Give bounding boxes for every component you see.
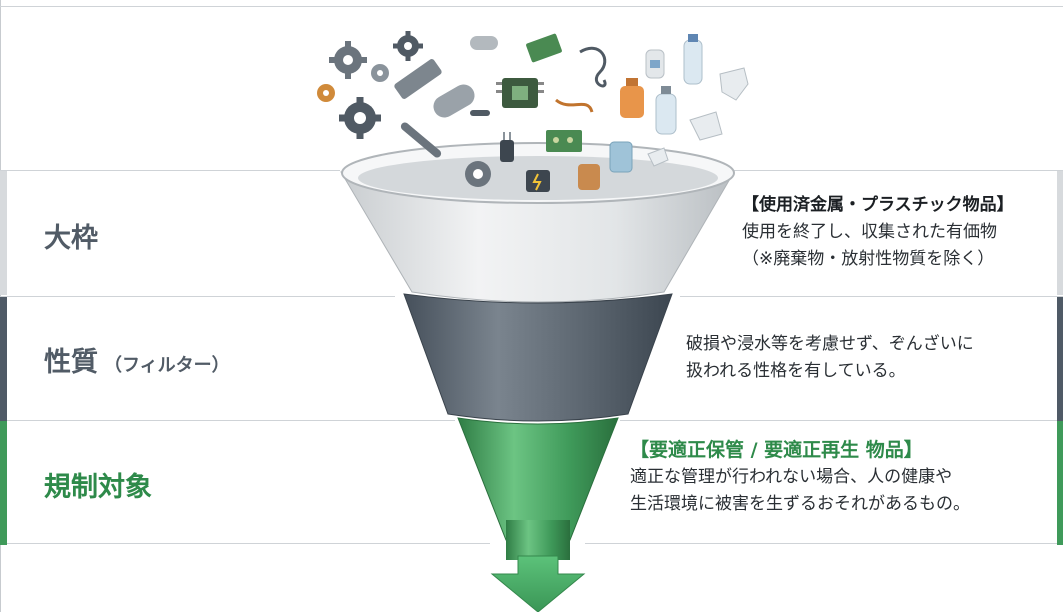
row-desc-nature-line-1: 破損や浸水等を考慮せず、ぞんざいに: [686, 334, 974, 354]
gear-icon: [393, 31, 423, 61]
row-divider-1-right: [720, 170, 1063, 171]
row-desc-nature: 破損や浸水等を考慮せず、ぞんざいに 扱われる性格を有している。: [686, 331, 974, 385]
can-icon: [578, 141, 633, 190]
funnel-bottom-section: [457, 417, 619, 560]
bottle-icon: [645, 34, 703, 135]
row-divider-3-right: [620, 420, 1063, 421]
row-label-nature-text: 性質: [44, 347, 98, 378]
plug-icon: [500, 132, 514, 162]
funnel-top-section: [340, 142, 735, 303]
row-accent-bar-1: [0, 171, 7, 295]
down-arrow-icon: [490, 555, 586, 612]
battery-icon: [526, 170, 550, 192]
circuit-board-icon: [526, 33, 582, 152]
row-desc-nature-line-2: 扱われる性格を有している。: [686, 361, 906, 381]
gear-icon: [339, 97, 381, 139]
row-desc-regulated-line-2: 生活環境に被害を生ずるおそれがあるもの。: [630, 494, 970, 514]
row-desc-framework-line-2: （※廃棄物・放射性物質を除く）: [742, 249, 995, 269]
spray-bottle-icon: [620, 78, 644, 118]
gear-icon: [317, 84, 335, 102]
gear-icon: [371, 64, 389, 82]
row-accent-bar-2: [0, 297, 7, 421]
cable-icon: [555, 46, 607, 113]
row-right-bar-2: [1057, 297, 1063, 421]
row-accent-bar-3: [0, 421, 7, 545]
row-divider-4-left: [0, 543, 490, 544]
row-label-regulated: 規制対象: [44, 465, 152, 504]
chip-icon: [496, 78, 544, 108]
row-divider-2-right: [680, 296, 1063, 297]
row-desc-framework: 【使用済金属・プラスチック物品】 使用を終了し、収集された有価物 （※廃棄物・放…: [742, 192, 1014, 273]
row-label-regulated-text: 規制対象: [44, 472, 152, 503]
gear-icon: [329, 41, 367, 79]
row-desc-regulated: 【要適正保管 / 要適正再生 物品】 適正な管理が行われない場合、人の健康や 生…: [630, 437, 970, 518]
crushed-can-icon: [647, 67, 749, 167]
gear-icon: [465, 161, 491, 187]
row-divider-1-left: [0, 170, 340, 171]
funnel-middle-section: [403, 293, 673, 422]
row-desc-framework-line-1: 使用を終了し、収集された有価物: [742, 222, 997, 242]
pipe-icon: [394, 36, 498, 118]
row-label-nature: 性質 （フィルター）: [44, 340, 230, 379]
row-desc-regulated-title: 【要適正保管 / 要適正再生 物品】: [630, 439, 923, 461]
wrench-icon: [400, 110, 490, 158]
row-label-framework: 大枠: [44, 216, 98, 255]
row-desc-framework-title: 【使用済金属・プラスチック物品】: [742, 195, 1014, 215]
row-divider-3-left: [0, 420, 455, 421]
row-desc-regulated-line-1: 適正な管理が行われない場合、人の健康や: [630, 467, 953, 487]
top-guide-line: [0, 6, 1063, 7]
row-divider-4-right: [585, 543, 1063, 544]
row-right-bar-1: [1057, 171, 1063, 295]
row-label-framework-text: 大枠: [44, 223, 98, 254]
row-right-bar-3: [1057, 421, 1063, 545]
row-divider-2-left: [0, 296, 395, 297]
row-label-nature-sub: （フィルター）: [104, 355, 230, 376]
